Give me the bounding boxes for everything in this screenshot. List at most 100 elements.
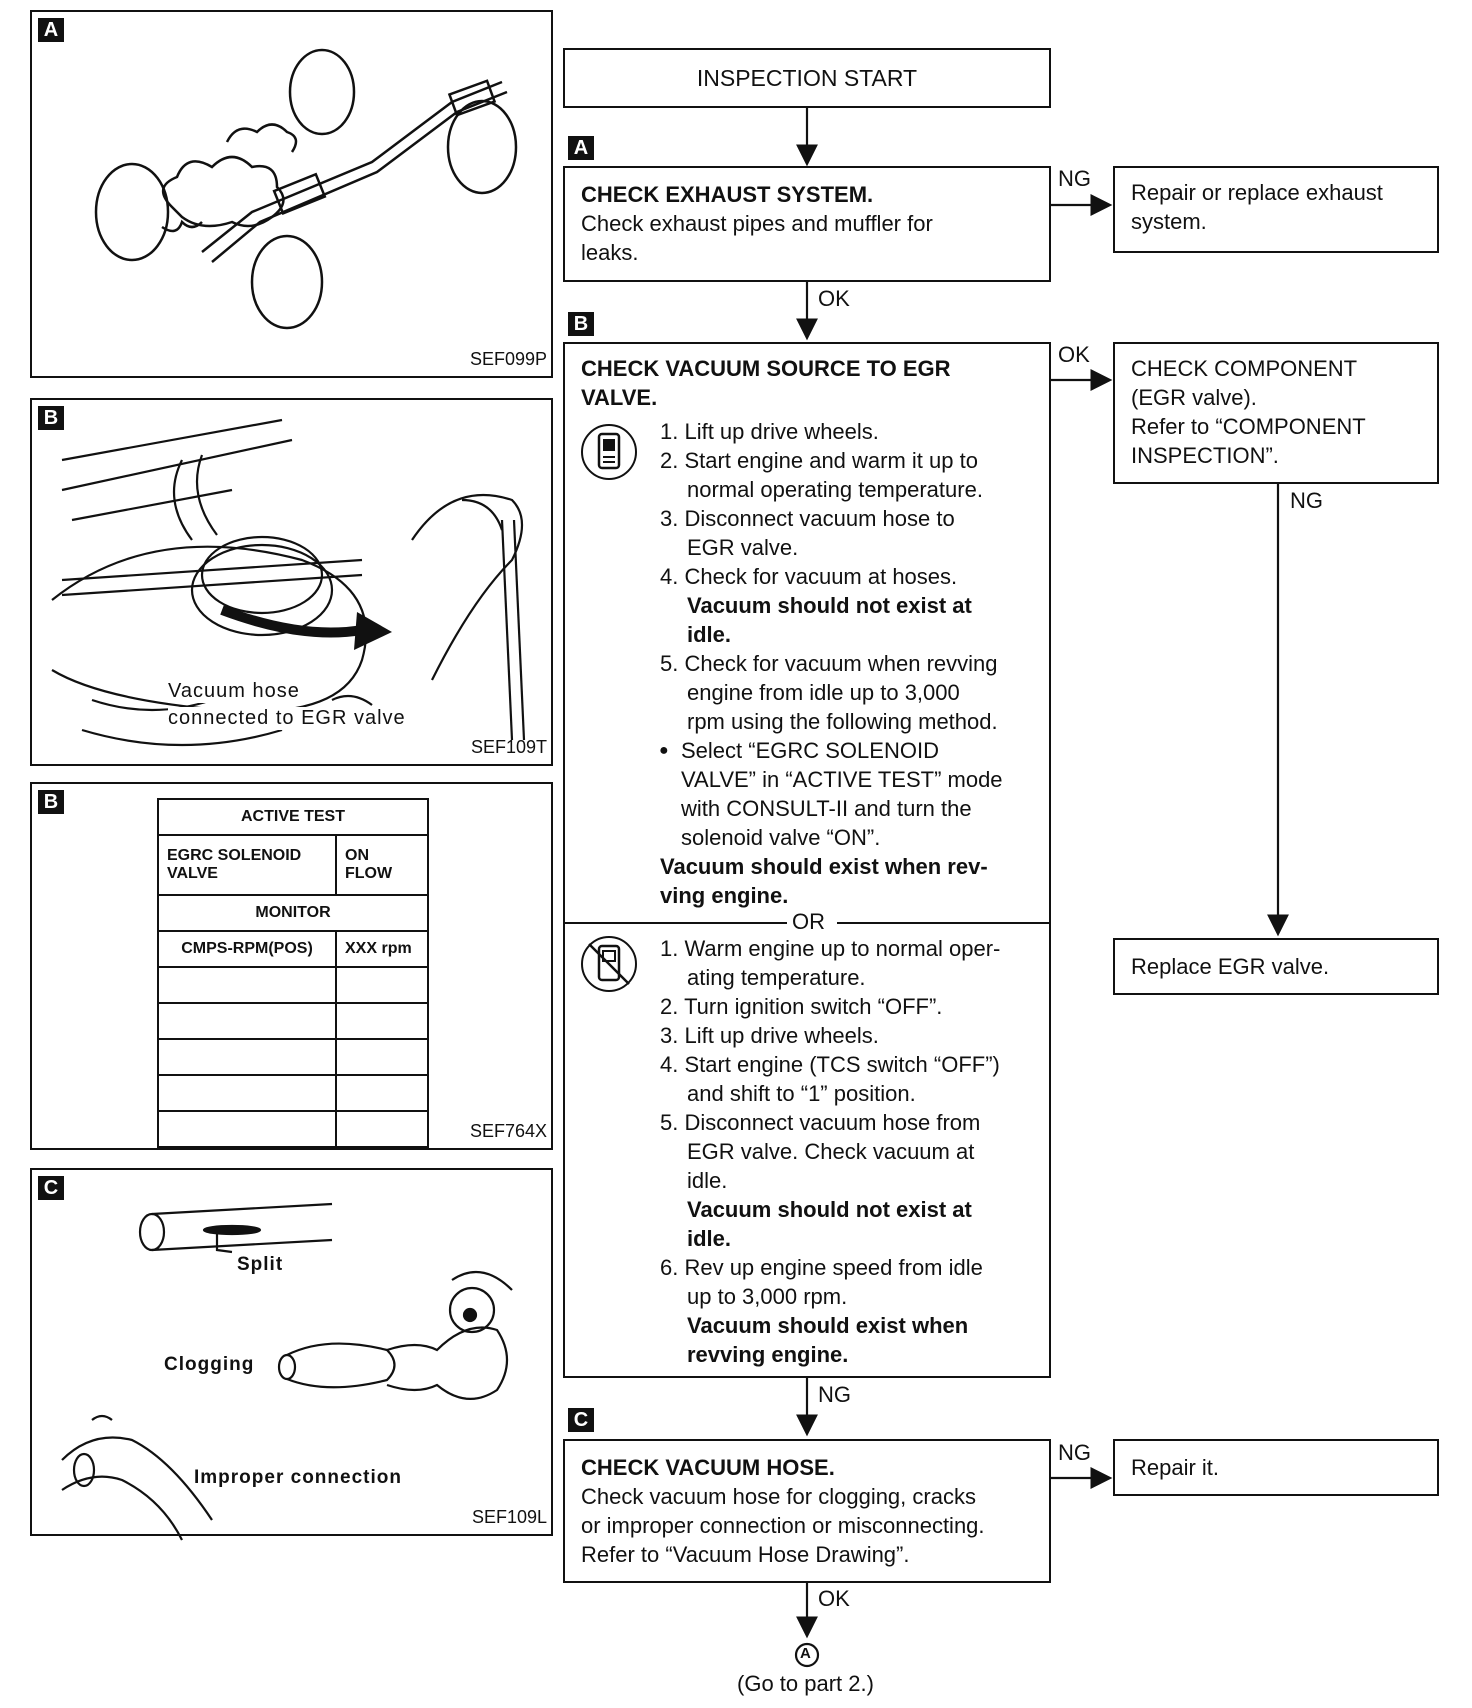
inspection-start-box: INSPECTION START (563, 48, 1051, 108)
with-step-1: 1. Lift up drive wheels. (660, 419, 879, 444)
check-component-line-3: Refer to “COMPONENT (1131, 414, 1366, 439)
step-c-body-3: Refer to “Vacuum Hose Drawing”. (581, 1542, 910, 1567)
or-label: OR (792, 909, 825, 934)
with-step-4-spec-cont: idle. (687, 622, 732, 647)
monitor-header: MONITOR (157, 894, 429, 932)
go-to-part-2: (Go to part 2.) (737, 1671, 874, 1696)
repair-exhaust-box: Repair or replace exhaust system. (1113, 166, 1439, 253)
step-c-ok-label: OK (818, 1586, 850, 1611)
with-step-2: 2. Start engine and warm it up to (660, 448, 978, 473)
without-step-3: 3. Lift up drive wheels. (660, 1023, 879, 1048)
with-spec-2: ving engine. (660, 883, 789, 908)
split-label: Split (237, 1254, 284, 1275)
with-step-4-spec: Vacuum should not exist at (687, 593, 972, 618)
step-c-body-2: or improper connection or misconnecting. (581, 1513, 985, 1538)
panel-tag: A (38, 18, 64, 42)
replace-egr-label: Replace EGR valve. (1131, 954, 1330, 979)
without-step-5-cont-2: idle. (687, 1168, 728, 1193)
start-label: INSPECTION START (696, 65, 918, 91)
vacuum-hose-caption: Vacuum hose (168, 680, 300, 703)
without-step-5: 5. Disconnect vacuum hose from (660, 1110, 981, 1135)
with-step-3: 3. Disconnect vacuum hose to (660, 506, 955, 531)
panel-tag: B (38, 406, 64, 430)
step-a-body-2: leaks. (581, 240, 639, 265)
table-title: ACTIVE TEST (157, 798, 429, 836)
figure-code: SEF099P (469, 349, 547, 369)
vacuum-hose-drawing (51, 418, 526, 747)
check-component-line-2: (EGR valve). (1131, 385, 1257, 410)
connector-circle (794, 1642, 820, 1668)
repair-it-box: Repair it. (1113, 1439, 1439, 1496)
check-component-line-1: CHECK COMPONENT (1131, 356, 1358, 381)
panel-tag: C (38, 1176, 64, 1200)
step-a-ng-label: NG (1058, 166, 1091, 191)
step-b-ng-label: NG (818, 1382, 851, 1407)
monitor-value: XXX rpm (335, 930, 429, 968)
without-step-6-spec: Vacuum should exist when (687, 1313, 969, 1338)
with-step-3-cont: EGR valve. (687, 535, 799, 560)
replace-egr-box: Replace EGR valve. (1113, 938, 1439, 995)
step-b-title-2: VALVE. (581, 385, 658, 410)
without-step-6-spec-cont: revving engine. (687, 1342, 849, 1367)
without-step-1: 1. Warm engine up to normal oper- (660, 936, 1001, 961)
step-b-box: CHECK VACUUM SOURCE TO EGR VALVE. 1. Lif… (563, 342, 1051, 1378)
check-component-box: CHECK COMPONENT (EGR valve). Refer to “C… (1113, 342, 1439, 484)
or-divider-right (837, 922, 1051, 924)
step-c-ng-label: NG (1058, 1440, 1091, 1465)
step-c-title: CHECK VACUUM HOSE. (581, 1455, 835, 1480)
step-c-box: CHECK VACUUM HOSE. Check vacuum hose for… (563, 1439, 1051, 1583)
without-step-4-cont: and shift to “1” position. (687, 1081, 916, 1106)
with-step-5: 5. Check for vacuum when revving (660, 651, 998, 676)
figure-code: SEF109L (471, 1507, 547, 1527)
step-c-body-1: Check vacuum hose for clogging, cracks (581, 1484, 976, 1509)
step-b-tag: B (568, 312, 594, 336)
panel-a-exhaust-illustration: A SEF099P (30, 10, 553, 378)
repair-exhaust-line-1: Repair or replace exhaust (1131, 180, 1383, 205)
without-step-4: 4. Start engine (TCS switch “OFF”) (660, 1052, 1000, 1077)
with-step-4: 4. Check for vacuum at hoses. (660, 564, 958, 589)
with-bullet-2: VALVE” in “ACTIVE TEST” mode (681, 767, 1003, 792)
panel-c-hose-faults: C Split Clogging Improper connection SEF… (30, 1168, 553, 1541)
panel-tag: B (38, 790, 64, 814)
step-a-box: CHECK EXHAUST SYSTEM. Check exhaust pipe… (563, 166, 1051, 282)
with-step-2-cont: normal operating temperature. (687, 477, 983, 502)
hose-faults-drawing (61, 1202, 513, 1541)
without-step-5-spec: Vacuum should not exist at (687, 1197, 972, 1222)
step-a-body-1: Check exhaust pipes and muffler for (581, 211, 933, 236)
with-step-5-cont-2: rpm using the following method. (687, 709, 998, 734)
without-step-1-cont: ating temperature. (687, 965, 866, 990)
component-ng-label: NG (1290, 488, 1323, 513)
with-spec-1: Vacuum should exist when rev- (660, 854, 988, 879)
step-c-tag: C (568, 1408, 594, 1432)
clogging-label: Clogging (164, 1354, 255, 1375)
figure-code: SEF109T (470, 737, 547, 757)
consult-tool-icon (581, 424, 637, 480)
monitor-param: CMPS-RPM(POS) (157, 930, 337, 968)
bullet-icon: ● (659, 742, 669, 759)
repair-exhaust-line-2: system. (1131, 209, 1207, 234)
with-bullet-4: solenoid valve “ON”. (681, 825, 881, 850)
with-bullet-3: with CONSULT-II and turn the (681, 796, 972, 821)
without-step-6-cont: up to 3,000 rpm. (687, 1284, 848, 1309)
without-step-5-cont-1: EGR valve. Check vacuum at (687, 1139, 975, 1164)
repair-it-label: Repair it. (1131, 1455, 1220, 1480)
step-a-tag: A (568, 136, 594, 160)
egr-valve-caption: connected to EGR valve (168, 707, 406, 730)
without-step-6: 6. Rev up engine speed from idle (660, 1255, 983, 1280)
connector-letter: A (800, 1645, 811, 1662)
step-b-ok-label: OK (1058, 342, 1090, 367)
figure-code: SEF764X (469, 1121, 547, 1141)
with-bullet-1: Select “EGRC SOLENOID (681, 738, 939, 763)
no-consult-tool-icon (581, 936, 637, 992)
exhaust-system-drawing (94, 48, 518, 330)
without-step-5-spec-cont: idle. (687, 1226, 732, 1251)
check-component-line-4: INSPECTION”. (1131, 443, 1279, 468)
with-step-5-cont-1: engine from idle up to 3,000 (687, 680, 960, 705)
improper-connection-label: Improper connection (194, 1467, 402, 1488)
step-b-title-1: CHECK VACUUM SOURCE TO EGR (581, 356, 951, 381)
